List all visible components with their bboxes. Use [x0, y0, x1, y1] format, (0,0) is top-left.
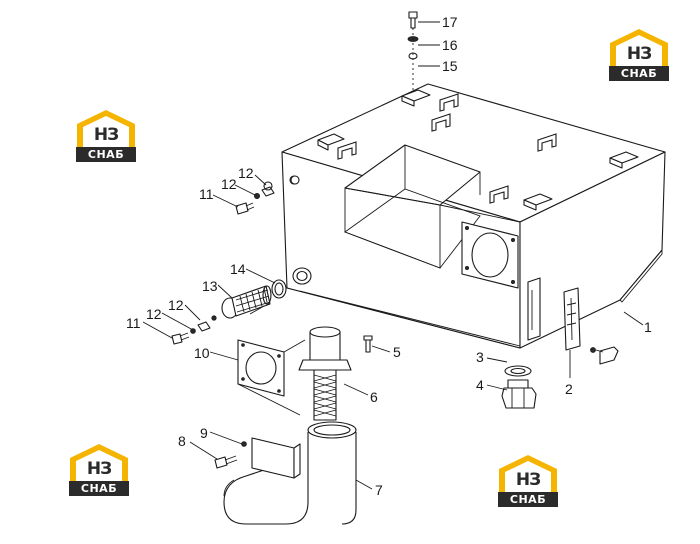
logo-bottom-text: СНАБ	[609, 66, 669, 81]
logo-top-text: НЗ	[86, 459, 112, 479]
drain-fitting	[501, 365, 537, 409]
callout-3: 3	[476, 349, 484, 365]
callout-12-lower-b: 12	[168, 297, 184, 313]
drain-plug-right	[590, 346, 619, 365]
assembly-lines	[237, 305, 306, 416]
callout-10: 10	[194, 345, 210, 361]
logo-bottom-text: СНАБ	[498, 492, 558, 507]
callout-17: 17	[442, 14, 458, 30]
logo-top-text: НЗ	[626, 44, 652, 64]
callout-8: 8	[178, 433, 186, 449]
callout-14: 14	[230, 261, 246, 277]
hydraulic-tank	[281, 83, 666, 349]
watermark-logo-top-left: НЗ СНАБ	[75, 108, 137, 164]
callout-5: 5	[393, 344, 401, 360]
leader-lines	[142, 21, 644, 490]
logo-top-text: НЗ	[515, 470, 541, 490]
filler-breather	[221, 285, 272, 319]
callout-15: 15	[442, 58, 458, 74]
callout-12-upper-b: 12	[238, 165, 254, 181]
callout-9: 9	[200, 425, 208, 441]
lower-fitting	[171, 315, 217, 345]
watermark-logo-bottom-right: НЗ СНАБ	[497, 453, 559, 509]
level-gauge	[527, 277, 581, 351]
upper-fitting	[235, 175, 300, 215]
seal-ring	[271, 279, 287, 299]
callout-12-upper-a: 12	[221, 176, 237, 192]
callout-11-upper: 11	[199, 186, 214, 202]
watermark-logo-top-right: НЗ СНАБ	[608, 27, 670, 83]
bolt	[363, 335, 373, 353]
callout-7: 7	[375, 482, 383, 498]
logo-bottom-text: СНАБ	[69, 481, 129, 496]
top-screw-stack	[407, 11, 419, 92]
gasket-plate	[237, 339, 285, 397]
callout-12-lower-a: 12	[146, 306, 162, 322]
callout-2: 2	[565, 381, 573, 397]
logo-bottom-text: СНАБ	[76, 147, 136, 162]
callout-6: 6	[370, 389, 378, 405]
suction-pipe	[223, 421, 357, 525]
callout-16: 16	[442, 37, 458, 53]
logo-top-text: НЗ	[93, 125, 119, 145]
callout-13: 13	[202, 278, 218, 294]
callout-numbers: 1 2 3 4 5 6 7 8 9 10 11 12 12 13 14 11 1…	[126, 14, 652, 498]
suction-filter	[298, 326, 352, 421]
callout-1: 1	[644, 319, 652, 335]
callout-11-lower: 11	[126, 315, 141, 331]
flange-bolt	[214, 441, 247, 469]
callout-4: 4	[476, 377, 484, 393]
watermark-logo-bottom-left: НЗ СНАБ	[68, 442, 130, 498]
